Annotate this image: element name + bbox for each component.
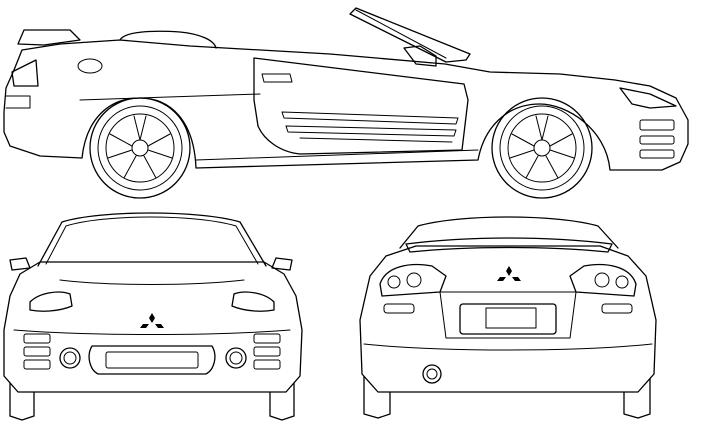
rear-license-plate-outer (459, 303, 557, 335)
rear-roof (399, 216, 619, 249)
front-view (3, 212, 303, 421)
side-rear-spoiler (17, 29, 81, 46)
side-front-vent-2 (639, 135, 675, 145)
front-body-outline (3, 261, 303, 393)
front-left-fog-light-inner (63, 351, 77, 365)
rear-left-tail-lamp-outer (387, 275, 401, 289)
side-door-strake-1 (281, 111, 459, 125)
front-left-headlight (29, 291, 73, 312)
rear-right-tail-lamp-inner (594, 272, 610, 288)
front-left-vent-2 (23, 346, 51, 357)
front-hood-line (59, 279, 245, 285)
rear-exhaust-tip-inner (426, 368, 438, 380)
front-left-mirror (9, 257, 31, 271)
side-front-wheel (491, 97, 593, 199)
side-body-outline (3, 39, 689, 171)
rear-left-tail-lamp-inner (406, 272, 422, 288)
front-right-headlight (231, 291, 275, 312)
side-door-strake-2 (285, 125, 457, 137)
side-view (3, 7, 689, 199)
front-license-plate-area (105, 351, 199, 369)
front-right-fog-light (225, 347, 247, 369)
rear-left-tail-light (379, 263, 447, 297)
rear-right-tail-lamp-outer (615, 275, 629, 289)
side-rocker-line (195, 149, 479, 161)
rear-exhaust-tip (422, 364, 442, 384)
side-belt-line (79, 93, 261, 101)
side-rear-bumper-trim (5, 95, 31, 109)
rear-view (359, 216, 657, 419)
front-windshield-inner (45, 216, 259, 265)
side-mirror (403, 45, 437, 67)
three-diamond-emblem-front (140, 313, 164, 328)
side-windshield-frame (349, 7, 471, 63)
rear-license-plate-inner (485, 307, 537, 329)
front-left-fog-light (59, 347, 81, 369)
front-bumper-line (13, 329, 291, 335)
rear-right-tail-light (569, 263, 637, 297)
front-right-vent-2 (253, 346, 281, 357)
rear-right-reflector (601, 303, 633, 314)
front-lower-grille (88, 345, 216, 375)
side-door-handle (261, 73, 293, 83)
rear-left-reflector (383, 303, 415, 314)
side-headrest (119, 30, 217, 49)
side-fuel-door (77, 58, 103, 74)
front-right-mirror (271, 257, 293, 271)
side-windshield-inner (355, 9, 447, 59)
rear-body-outline (359, 245, 657, 393)
side-door (253, 57, 469, 155)
rear-trunk-line (439, 291, 577, 339)
rear-bumper-line (363, 343, 653, 351)
front-right-vent-3 (253, 359, 281, 370)
side-rear-wheel (89, 97, 191, 199)
side-tail-light (11, 59, 39, 87)
rear-spoiler (405, 237, 613, 253)
front-right-vent-1 (253, 333, 281, 344)
side-door-strake-3 (299, 137, 453, 143)
side-front-vent-3 (639, 149, 675, 159)
front-left-vent-3 (23, 359, 51, 370)
front-right-fog-light-inner (229, 351, 243, 365)
front-windshield (37, 212, 267, 267)
side-headlight (619, 87, 677, 109)
front-left-vent-1 (23, 333, 51, 344)
three-diamond-emblem-rear (497, 266, 521, 281)
side-front-vent-1 (639, 119, 675, 131)
